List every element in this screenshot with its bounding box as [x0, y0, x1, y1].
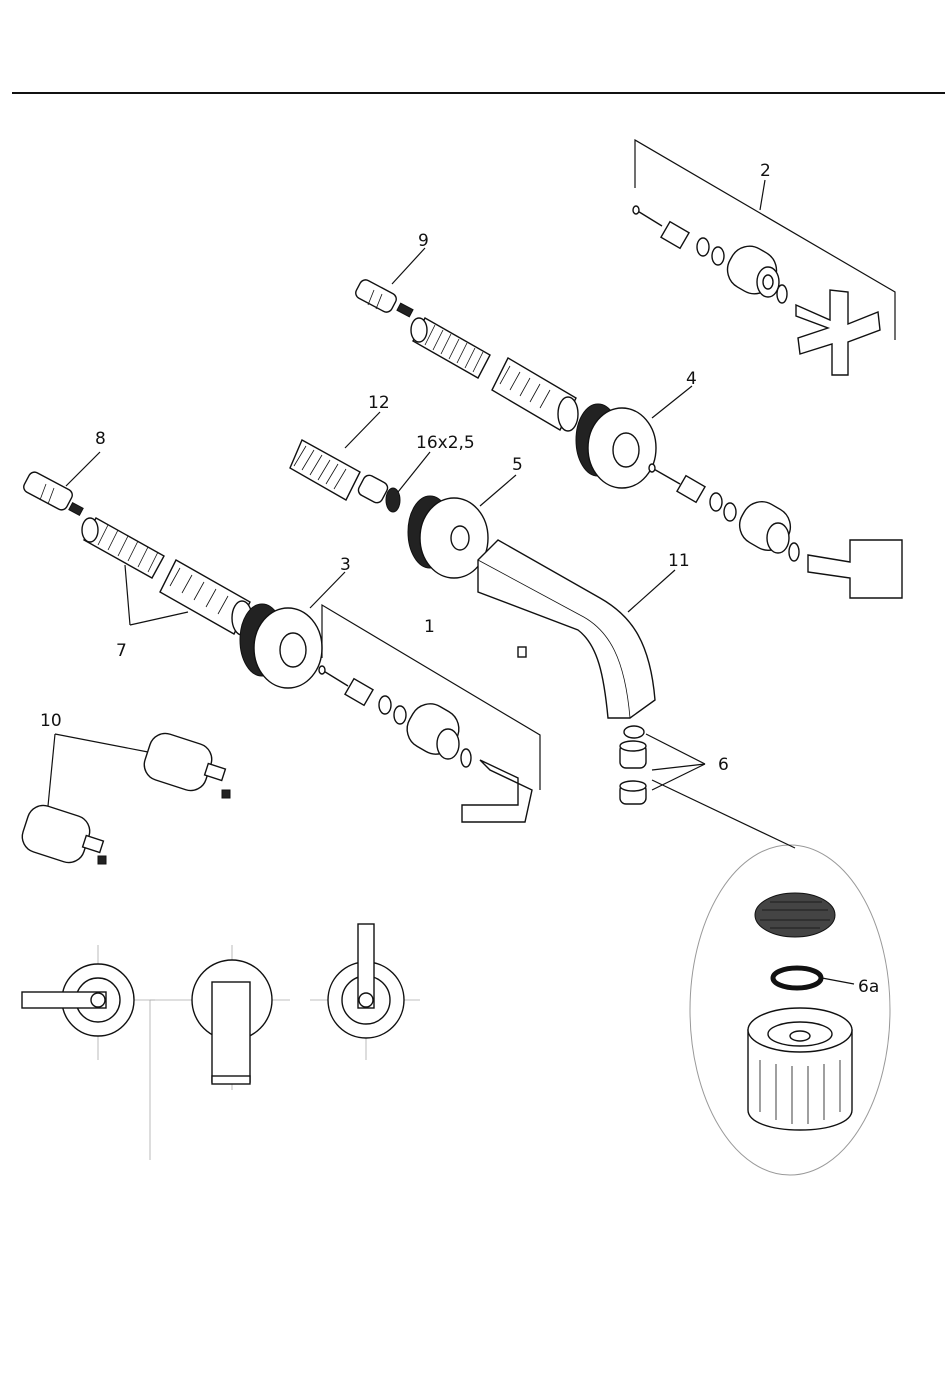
callout-4: 4: [686, 369, 697, 389]
callout-8: 8: [95, 429, 106, 449]
part-8-valve: [22, 470, 84, 515]
aerator-detail-view: [690, 845, 890, 1175]
callout-12: 12: [368, 393, 390, 413]
callout-1: 1: [424, 617, 435, 637]
callout-seal-16x2-5: 16x2,5: [416, 433, 475, 453]
part-11-spout: [478, 540, 655, 718]
part-3-rosette: [240, 604, 322, 688]
front-view-spout: [150, 945, 290, 1160]
part-10-plugs: [18, 729, 230, 866]
upper-threaded-sleeve-long: [492, 358, 578, 431]
part-1-lever-assembly: [319, 666, 532, 822]
upper-threaded-sleeve-short: [411, 318, 490, 378]
right-lever-assembly: [649, 464, 902, 598]
part-12-threaded-pipe: [290, 440, 400, 512]
part-6-aerator: [620, 726, 646, 804]
callout-2: 2: [760, 161, 771, 181]
callout-6: 6: [718, 755, 729, 775]
callout-6a: 6a: [858, 977, 879, 997]
part-5-rosette: [408, 496, 488, 578]
front-view-left-lever: [22, 945, 155, 1060]
callout-5: 5: [512, 455, 523, 475]
callout-11: 11: [668, 551, 690, 571]
front-view-right-lever: [310, 924, 420, 1060]
part-2-cross-handle-assembly: [633, 206, 880, 375]
callout-9: 9: [418, 231, 429, 251]
callout-7: 7: [116, 641, 127, 661]
part-7-threaded-sleeves: [82, 518, 252, 635]
part-9-valve: [354, 278, 413, 317]
callout-10: 10: [40, 711, 62, 731]
callout-3: 3: [340, 555, 351, 575]
part-4-rosette: [576, 404, 656, 488]
